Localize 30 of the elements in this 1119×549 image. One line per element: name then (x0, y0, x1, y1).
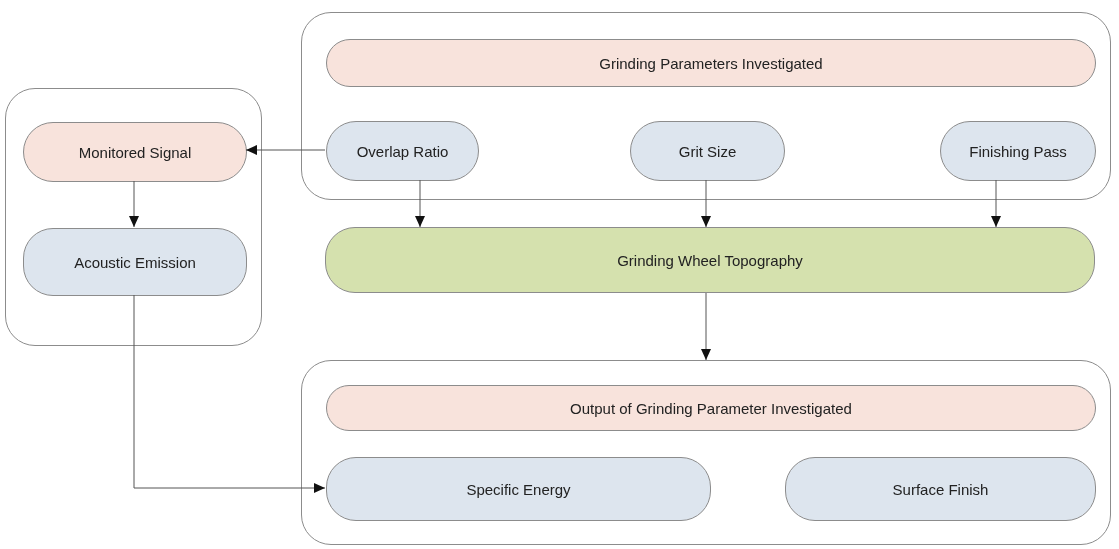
arrow (991, 179, 1001, 228)
arrow (133, 294, 326, 493)
process-box (23, 228, 247, 296)
group-panel (301, 360, 1111, 545)
arrow (701, 179, 711, 228)
node-label: Grit Size (678, 142, 737, 160)
node-label: Acoustic Emission (74, 253, 196, 271)
node-label: Grinding Parameters Investigated (599, 54, 823, 72)
node-label: Grinding Wheel Topography (617, 251, 803, 269)
arrow (701, 292, 711, 361)
process-box (326, 385, 1096, 431)
group-panel (5, 88, 262, 346)
process-box (326, 39, 1096, 87)
process-box (326, 121, 479, 181)
node-label: Surface Finish (892, 480, 989, 498)
process-box (326, 457, 711, 521)
arrow (129, 180, 139, 228)
arrow (415, 179, 425, 228)
arrow (245, 145, 326, 155)
process-box (630, 121, 785, 181)
node-label: Overlap Ratio (356, 142, 449, 160)
process-box (23, 122, 247, 182)
node-label: Finishing Pass (969, 142, 1067, 160)
process-box (940, 121, 1096, 181)
group-panel (301, 12, 1111, 200)
process-box (325, 227, 1095, 293)
process-box (785, 457, 1096, 521)
node-label: Monitored Signal (78, 143, 192, 161)
node-label: Output of Grinding Parameter Investigated (570, 399, 852, 417)
node-label: Specific Energy (466, 480, 571, 498)
